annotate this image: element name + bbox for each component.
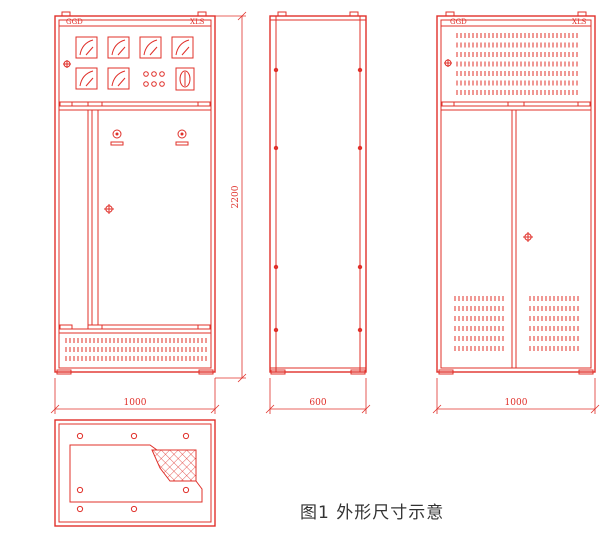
meter-row-bottom <box>75 67 195 91</box>
rear-top-vent-slots <box>456 33 578 95</box>
instrument-panel-lock-icon <box>63 60 71 68</box>
front-cabinet-frame <box>54 15 216 373</box>
rear-lower-vent-slots <box>454 296 579 351</box>
indicator-lamps <box>143 71 165 87</box>
front-hinge-blocks-lower <box>59 324 211 330</box>
base-mounting-holes <box>76 432 190 513</box>
front-nameplate-left: GGD <box>66 18 83 26</box>
meter-icon <box>75 36 98 59</box>
meter-icon <box>107 36 130 59</box>
instrument-panel <box>58 25 212 103</box>
rotary-switch-icon <box>175 67 195 91</box>
meter-icon <box>75 67 98 90</box>
rear-cabinet-frame <box>436 15 596 373</box>
door-buttons <box>110 129 189 146</box>
meter-icon <box>107 67 130 90</box>
front-width-dimension: 1000 <box>50 378 220 414</box>
figure-caption: 图1 外形尺寸示意 <box>300 503 445 523</box>
rear-width-dimension: 1000 <box>432 378 600 414</box>
base-plan-view <box>54 419 216 527</box>
rear-left-door <box>440 109 513 369</box>
front-width-label: 1000 <box>124 398 147 408</box>
meter-row-top <box>75 36 194 59</box>
front-view: GGD XLS <box>50 11 247 414</box>
height-dimension-label: 2200 <box>231 185 241 208</box>
front-door <box>97 109 212 326</box>
rear-nameplate-left: GGD <box>450 18 467 26</box>
base-outer-frame <box>54 419 216 527</box>
rear-view: GGD XLS <box>432 11 600 414</box>
front-nameplate-right: XLS <box>190 18 205 26</box>
meter-icon <box>171 36 194 59</box>
side-view: 600 <box>265 11 371 414</box>
rear-panel-lock-icon <box>444 59 452 67</box>
door-handle-icon <box>104 204 114 214</box>
height-dimension: 2200 <box>215 11 247 383</box>
rear-width-label: 1000 <box>505 398 528 408</box>
side-depth-label: 600 <box>309 398 326 408</box>
side-cabinet-frame <box>269 15 367 373</box>
meter-icon <box>139 36 162 59</box>
rear-nameplate-right: XLS <box>572 18 587 26</box>
hatched-cutout <box>151 449 197 482</box>
side-mounting-holes <box>273 67 363 333</box>
rear-hinge-blocks-upper <box>441 101 591 107</box>
front-hinge-blocks-upper <box>59 101 211 107</box>
rear-door-handle-icon <box>523 232 533 242</box>
front-bottom-vent-panel <box>58 332 212 369</box>
side-depth-dimension: 600 <box>265 378 371 414</box>
rear-right-door <box>515 109 592 369</box>
front-vent-slots <box>65 338 207 361</box>
